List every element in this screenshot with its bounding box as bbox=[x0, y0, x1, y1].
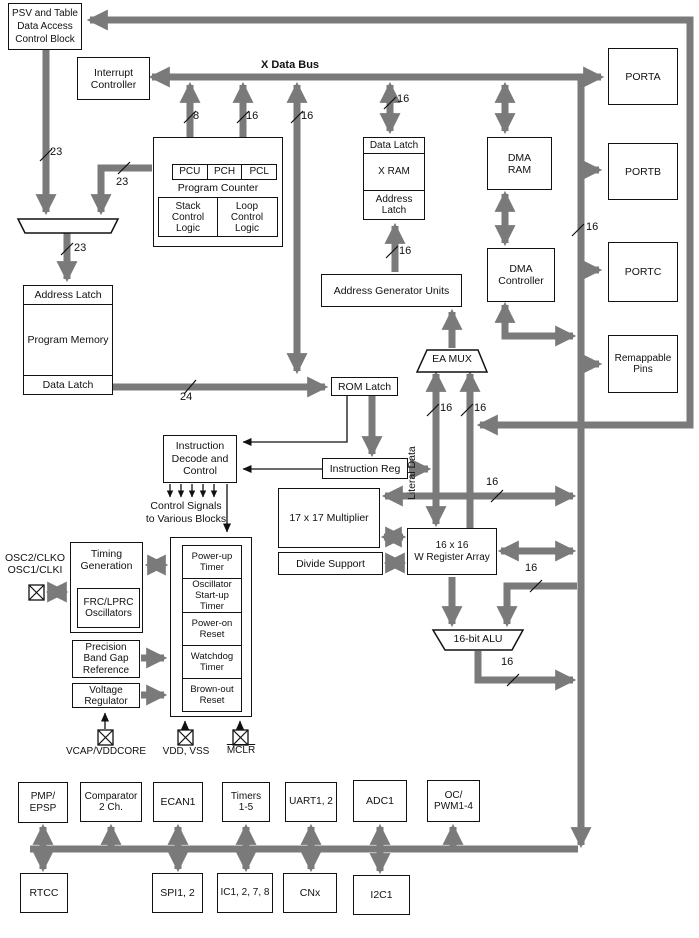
progmem-address-latch: Address Latch bbox=[34, 289, 102, 301]
xram-address-latch: Address Latch bbox=[364, 190, 424, 219]
vcap-label: VCAP/VDDCORE bbox=[65, 746, 146, 757]
spi-block: SPI1, 2 bbox=[152, 873, 203, 913]
pc-registers: PCU PCH PCL bbox=[172, 164, 277, 180]
width-24: 24 bbox=[180, 391, 193, 403]
width-16-mult: 16 bbox=[486, 476, 499, 488]
width-16-literal: 16 bbox=[440, 402, 453, 414]
bus-dmactrl-right bbox=[494, 301, 577, 347]
pin-symbols bbox=[28, 584, 249, 746]
divide-support-block: Divide Support bbox=[278, 552, 383, 575]
pmp-epsp-block: PMP/ EPSP bbox=[18, 782, 68, 823]
rtcc-block: RTCC bbox=[20, 873, 68, 913]
mclr-pin-icon bbox=[232, 729, 249, 746]
psv-control-block: PSV and Table Data Access Control Block bbox=[8, 3, 82, 50]
i2c1-block: I2C1 bbox=[353, 875, 410, 915]
instruction-reg-block: Instruction Reg bbox=[322, 458, 408, 479]
loop-control-logic-block: Loop Control Logic bbox=[216, 197, 278, 237]
stack-control-logic-block: Stack Control Logic bbox=[158, 197, 218, 237]
osc-pin-icon bbox=[28, 584, 45, 601]
interrupt-controller-block: Interrupt Controller bbox=[77, 57, 150, 100]
pcu-cell: PCU bbox=[179, 166, 201, 178]
pcl-cell: PCL bbox=[241, 165, 276, 179]
literal-data-label: Literal Data bbox=[406, 446, 418, 500]
multiplier-block: 17 x 17 Multiplier bbox=[278, 488, 380, 548]
dma-ram-block: DMA RAM bbox=[487, 137, 552, 190]
line-rom-to-decode bbox=[242, 396, 348, 446]
bus-top-right-loop bbox=[86, 9, 694, 436]
adc1-block: ADC1 bbox=[353, 780, 407, 822]
gray-bus-lines bbox=[30, 9, 694, 875]
bus-pc-to-mux bbox=[90, 164, 152, 216]
x-data-bus-label: X Data Bus bbox=[260, 59, 320, 71]
cnx-block: CNx bbox=[283, 873, 337, 913]
program-memory-block: Address Latch Program Memory Data Latch bbox=[23, 285, 113, 395]
vcap-pin-icon bbox=[97, 729, 114, 746]
voltage-regulator-block: Voltage Regulator bbox=[72, 683, 140, 708]
xram-memory: X RAM bbox=[364, 153, 424, 190]
bus-alu-out bbox=[474, 651, 577, 691]
power-up-timer: Power-up Timer bbox=[191, 551, 233, 573]
resets-block: Power-up Timer Oscillator Start-up Timer… bbox=[182, 545, 242, 712]
vdd-pin-icon bbox=[177, 729, 194, 746]
vdd-vss-label: VDD, VSS bbox=[162, 746, 210, 757]
osc-pins-label: OSC2/CLKO OSC1/CLKI bbox=[4, 552, 66, 576]
instruction-decode-block: Instruction Decode and Control bbox=[163, 435, 237, 483]
bus-width-ticks bbox=[39, 96, 585, 687]
width-23-mux: 23 bbox=[74, 242, 87, 254]
width-16-aluout: 16 bbox=[501, 656, 514, 668]
remappable-pins-block: Remappable Pins bbox=[608, 335, 678, 393]
address-generator-units-block: Address Generator Units bbox=[321, 274, 462, 307]
uart-block: UART1, 2 bbox=[285, 782, 337, 822]
width-16-rightbus: 16 bbox=[586, 221, 599, 233]
width-23-psv: 23 bbox=[50, 146, 63, 158]
timers-block: Timers 1-5 bbox=[222, 782, 270, 822]
alu-shape bbox=[431, 629, 525, 651]
control-signals-label: Control Signals to Various Blocks bbox=[145, 500, 227, 525]
width-16-eamux: 16 bbox=[474, 402, 487, 414]
width-23-pc: 23 bbox=[116, 176, 129, 188]
portc-block: PORTC bbox=[608, 242, 678, 302]
oc-pwm-block: OC/ PWM1-4 bbox=[427, 780, 480, 822]
mux-shapes bbox=[16, 218, 525, 651]
portb-block: PORTB bbox=[608, 143, 678, 200]
ea-mux-shape bbox=[415, 349, 489, 373]
ic-block: IC1, 2, 7, 8 bbox=[217, 873, 273, 913]
width-16-pc: 16 bbox=[246, 110, 259, 122]
pch-cell: PCH bbox=[206, 165, 242, 179]
watchdog-timer: Watchdog Timer bbox=[183, 645, 241, 678]
frc-lprc-block: FRC/LPRC Oscillators bbox=[77, 588, 140, 628]
width-16-agu: 16 bbox=[399, 245, 412, 257]
progmem-data-latch: Data Latch bbox=[24, 375, 112, 394]
x-ram-block: Data Latch X RAM Address Latch bbox=[363, 137, 425, 220]
xram-data-latch: Data Latch bbox=[369, 139, 419, 151]
brown-out-reset: Brown-out Reset bbox=[183, 678, 241, 711]
dma-controller-block: DMA Controller bbox=[487, 248, 555, 302]
width-16-rombus: 16 bbox=[301, 110, 314, 122]
thin-signal-lines bbox=[101, 396, 348, 730]
oscillator-startup-timer: Oscillator Start-up Timer bbox=[183, 578, 241, 612]
porta-block: PORTA bbox=[608, 48, 678, 105]
pc-address-mux bbox=[16, 218, 120, 234]
program-counter-label: Program Counter bbox=[177, 182, 259, 194]
rom-latch-block: ROM Latch bbox=[331, 377, 398, 396]
width-16-aluin: 16 bbox=[525, 562, 538, 574]
power-on-reset: Power-on Reset bbox=[183, 612, 241, 645]
bus-right-to-alu bbox=[496, 582, 577, 628]
band-gap-block: Precision Band Gap Reference bbox=[72, 640, 140, 678]
progmem-memory: Program Memory bbox=[24, 304, 112, 375]
width-8: 8 bbox=[193, 110, 200, 122]
mclr-label: MCLR bbox=[226, 745, 256, 756]
width-16-xram: 16 bbox=[397, 93, 410, 105]
ea-mux-label: EA MUX bbox=[432, 353, 472, 365]
alu-label: 16-bit ALU bbox=[453, 633, 503, 645]
comparator-block: Comparator 2 Ch. bbox=[80, 782, 142, 822]
w-register-array-block: 16 x 16 W Register Array bbox=[407, 528, 497, 575]
ecan1-block: ECAN1 bbox=[153, 782, 203, 822]
